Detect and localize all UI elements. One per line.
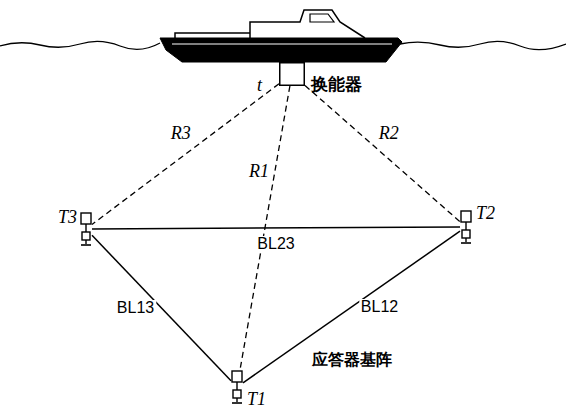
transponder-label: T2 bbox=[476, 204, 495, 222]
range-line bbox=[305, 85, 460, 221]
baseline-line bbox=[243, 231, 460, 383]
baseline-line bbox=[92, 235, 231, 380]
transponder-node: T1 bbox=[231, 370, 243, 404]
boat-hull bbox=[160, 38, 402, 62]
transducer-outline bbox=[279, 62, 305, 86]
transponder-label: T1 bbox=[247, 390, 266, 408]
range-line bbox=[92, 84, 279, 225]
boat-deck bbox=[175, 33, 250, 38]
transponder-icon bbox=[80, 212, 92, 246]
array-label: 应答器基阵 bbox=[312, 352, 392, 368]
baseline-line bbox=[92, 227, 460, 229]
time-label: t bbox=[257, 76, 262, 94]
transducer-label: 换能器 bbox=[311, 76, 362, 93]
transducer-box: t换能器 bbox=[279, 62, 305, 86]
transponder-node: T2 bbox=[460, 210, 472, 244]
edge-label: R3 bbox=[169, 124, 193, 142]
edge-label: R2 bbox=[377, 124, 401, 142]
boat-cabin bbox=[250, 10, 365, 38]
transponder-icon bbox=[231, 370, 243, 404]
edge-label: BL13 bbox=[115, 300, 156, 316]
boat-cabin-window bbox=[310, 14, 334, 22]
edge-label: BL23 bbox=[255, 236, 296, 252]
transponder-label: T3 bbox=[58, 208, 77, 226]
edge-label: BL12 bbox=[359, 299, 400, 315]
hull-stripe bbox=[172, 44, 392, 45]
transponder-node: T3 bbox=[80, 212, 92, 246]
edge-label: R1 bbox=[247, 162, 271, 180]
transponder-icon bbox=[460, 210, 472, 244]
